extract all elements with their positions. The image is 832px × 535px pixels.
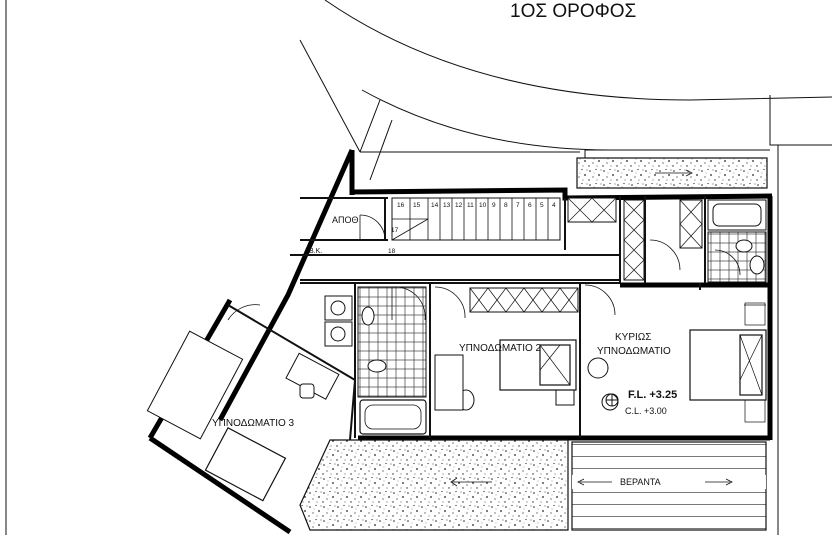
stair-numbers: 16 15 14 13 12 11 10 9 8 7 6 5 4 17 18 (388, 202, 556, 255)
stair-step-label: 15 (413, 202, 421, 209)
plan-title: 1ΟΣ ΟΡΟΦΟΣ (510, 1, 636, 22)
room-label-master-2: ΥΠΝΟΔΩΜΑΤΙΟ (597, 346, 671, 357)
room-label-bedroom-2: ΥΠΝΟΔΩΜΑΤΙΟ 2 (459, 343, 542, 354)
room-label-master-1: ΚΥΡΙΩΣ (615, 332, 651, 343)
stair-step-label: 9 (492, 202, 496, 209)
stair-step-label: 4 (552, 202, 556, 209)
terrace-gravel (299, 439, 569, 531)
stair-step-label: 7 (516, 202, 520, 209)
interior-walls (227, 196, 706, 441)
room-label-bk: Β.Κ. (309, 248, 322, 255)
staircase (391, 197, 561, 241)
level-marker-icon (605, 393, 619, 407)
room-label-veranda: ΒΕΡΑΝΤΑ (620, 477, 661, 487)
stair-step-label: 18 (388, 248, 396, 255)
desk (285, 352, 340, 400)
stair-step-label: 6 (528, 202, 532, 209)
wardrobes (146, 197, 703, 440)
floor-level-label: F.L. +3.25 (628, 389, 677, 401)
stair-step-label: 12 (455, 202, 463, 209)
stair-step-label: 11 (467, 202, 474, 209)
stair-step-label: 16 (397, 202, 405, 209)
beds (204, 329, 767, 502)
site-boundary-lines (5, 0, 832, 535)
stair-step-label: 13 (443, 202, 451, 209)
stair-step-label: 5 (540, 202, 544, 209)
stair-step-label: 10 (479, 202, 487, 209)
room-label-storage: ΑΠΟΘ (332, 215, 359, 225)
wardrobe-hatching (469, 197, 703, 313)
stair-step-label: 17 (391, 227, 399, 234)
stair-step-label: 8 (504, 202, 508, 209)
washing-machines (324, 295, 353, 347)
room-label-bedroom-3: ΥΠΝΟΔΩΜΑΤΙΟ 3 (212, 418, 295, 429)
ceiling-level-label: C.L. +3.00 (625, 406, 667, 416)
stair-step-label: 14 (431, 202, 439, 209)
master-bathroom (707, 199, 767, 283)
door-swings (227, 214, 741, 321)
